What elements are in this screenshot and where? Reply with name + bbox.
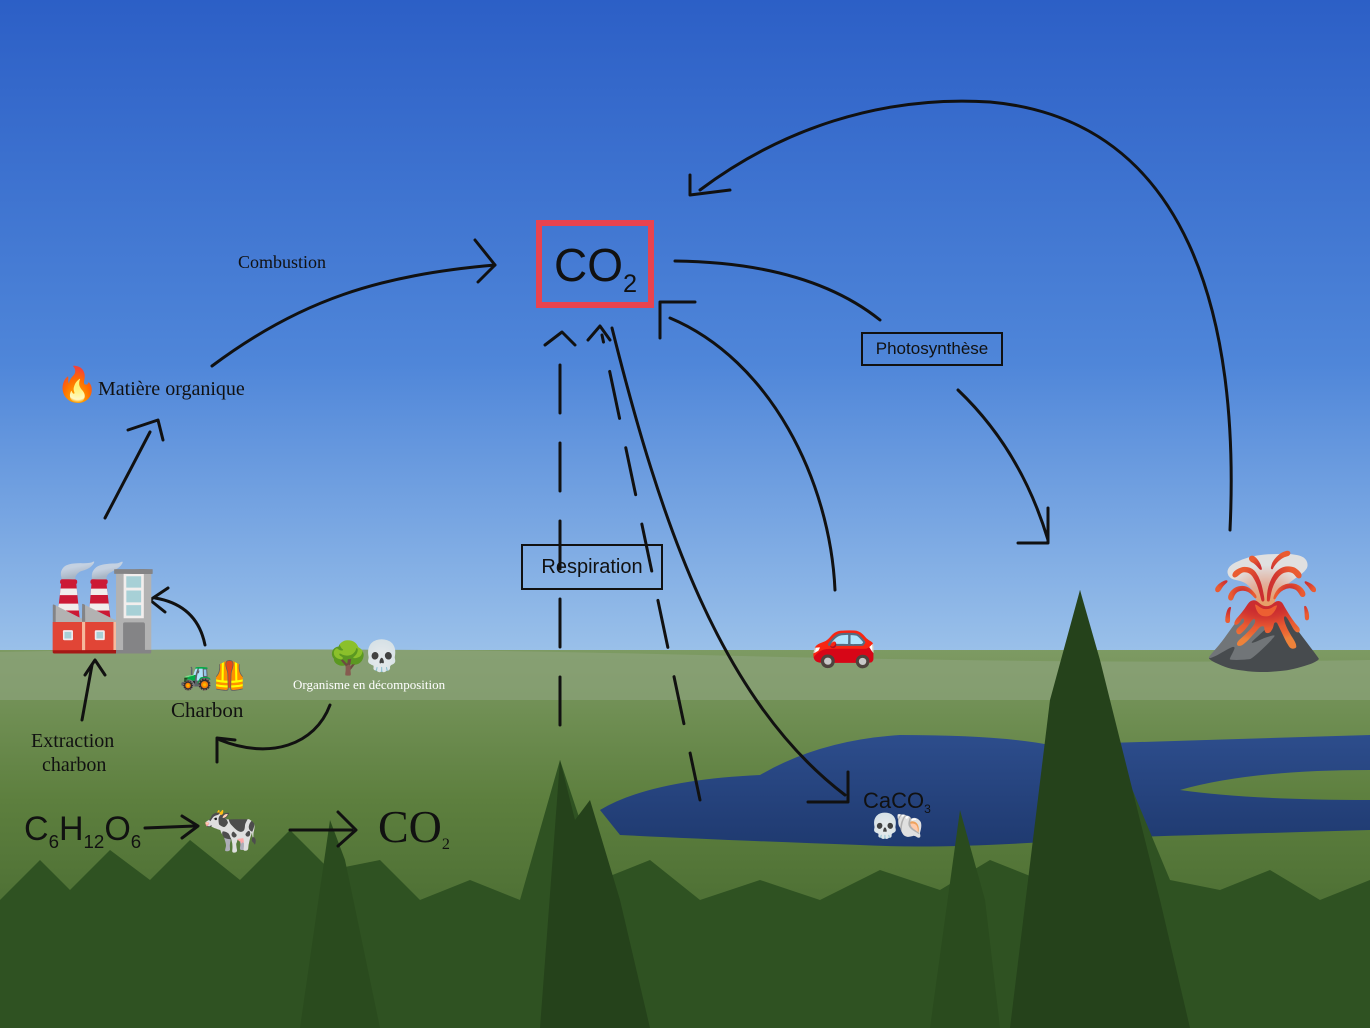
co2-center-label: CO2: [554, 239, 638, 299]
fire-icon: 🔥: [56, 365, 99, 405]
car-icon: 🚗: [810, 607, 878, 670]
co2-highlight-box: [536, 220, 654, 308]
charbon-label: Charbon: [171, 698, 244, 722]
matiere-organique-label: Matière organique: [98, 378, 245, 400]
volcano-icon: 🌋: [1195, 547, 1332, 675]
organisme-label: Organisme en décomposition: [293, 677, 446, 692]
cycle-arrows: [80, 99, 1233, 848]
extraction-line2: charbon: [42, 754, 107, 776]
shell-icon: 🐚: [895, 812, 925, 840]
respiration-label: Respiration: [541, 555, 643, 578]
vest-icon: 🦺: [212, 659, 247, 692]
photosynthese-label: Photosynthèse: [875, 339, 989, 358]
tractor-icon: 🚜: [180, 662, 213, 692]
combustion-label: Combustion: [238, 252, 327, 272]
factory-icon: 🏭: [46, 552, 159, 657]
glucose-formula: C6H12O6: [24, 810, 142, 853]
extraction-line1: Extraction: [31, 730, 115, 752]
cow-icon: 🐄: [202, 802, 260, 856]
skull-icon-2: 💀: [870, 812, 900, 840]
respiration-box: Respiration: [521, 544, 663, 590]
caco3-label: CaCO3: [863, 788, 931, 817]
equation-co2-product: CO2: [378, 801, 450, 854]
tree-icon: 🌳: [328, 639, 368, 677]
skull-icon: 💀: [363, 639, 401, 674]
photosynthese-box: Photosynthèse: [861, 332, 1003, 366]
